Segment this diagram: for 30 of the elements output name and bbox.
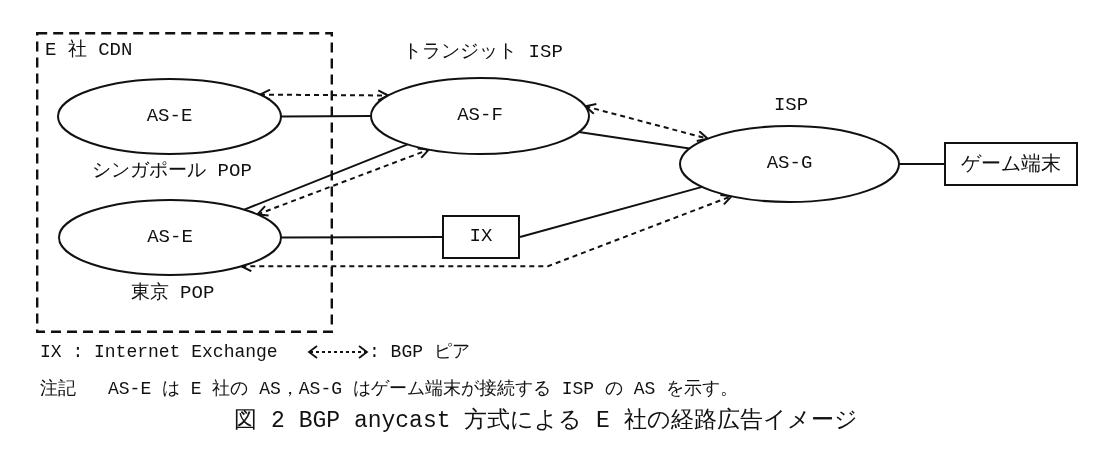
node-label: AS-G <box>766 153 813 175</box>
node-caption: 東京 POP <box>130 283 215 305</box>
terminal-box <box>944 142 1078 186</box>
node-caption: ISP <box>773 95 809 117</box>
node-label: AS-E <box>147 226 193 249</box>
dashed-group-box <box>36 32 333 333</box>
as-ellipse <box>57 78 282 155</box>
note-heading: 注記 <box>40 379 76 400</box>
node-label: AS-E <box>146 105 193 128</box>
abbreviation-note: IX : Internet Exchange <box>40 342 278 363</box>
connector-line <box>577 131 691 150</box>
connector-line <box>519 185 704 238</box>
legend-label: : BGP ピア <box>369 342 470 363</box>
dashed-double-arrow <box>240 194 733 273</box>
node-caption: トランジット ISP <box>403 42 563 64</box>
dashed-double-arrow <box>584 103 709 142</box>
as-ellipse <box>58 199 282 276</box>
figure-caption: 図 2 BGP anycast 方式による E 社の経路広告イメージ <box>234 408 858 435</box>
node-label: ゲーム端末 <box>961 152 1061 176</box>
as-ellipse <box>370 77 590 155</box>
node-caption: シンガポール POP <box>92 161 252 183</box>
node-label: IX <box>469 226 493 248</box>
node-label: AS-F <box>457 105 503 127</box>
connector-line <box>243 143 409 211</box>
note-text: AS-E は E 社の AS，AS-G はゲーム端末が接続する ISP の AS を示す。 <box>108 379 739 400</box>
dashed-double-arrow <box>256 147 430 217</box>
group-title: E 社 CDN <box>45 40 133 62</box>
as-ellipse <box>679 125 900 203</box>
exchange-box <box>442 215 520 259</box>
dashed-double-arrow <box>259 88 390 102</box>
